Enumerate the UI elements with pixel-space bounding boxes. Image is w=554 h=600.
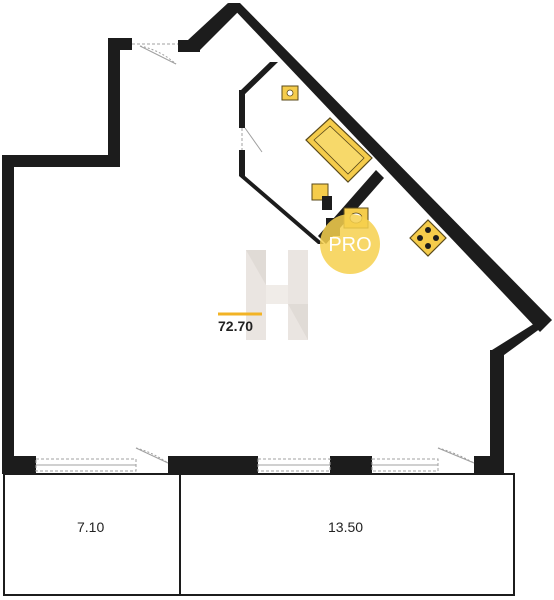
balconies (3, 473, 515, 596)
balcony-left-area-label: 7.10 (77, 519, 104, 535)
bottom-openings (35, 43, 475, 472)
bathroom-door (241, 127, 263, 153)
watermark-logo (246, 250, 308, 340)
pro-badge-text: PRO (328, 234, 371, 256)
toilet (311, 183, 332, 210)
pro-badge: PRO (320, 214, 380, 274)
main-area-label: 72.70 (218, 318, 253, 334)
outer-walls (2, 3, 552, 474)
balcony-right-area-label: 13.50 (328, 519, 363, 535)
stove (409, 219, 447, 257)
sink-top (281, 85, 299, 101)
bathtub (305, 117, 373, 183)
